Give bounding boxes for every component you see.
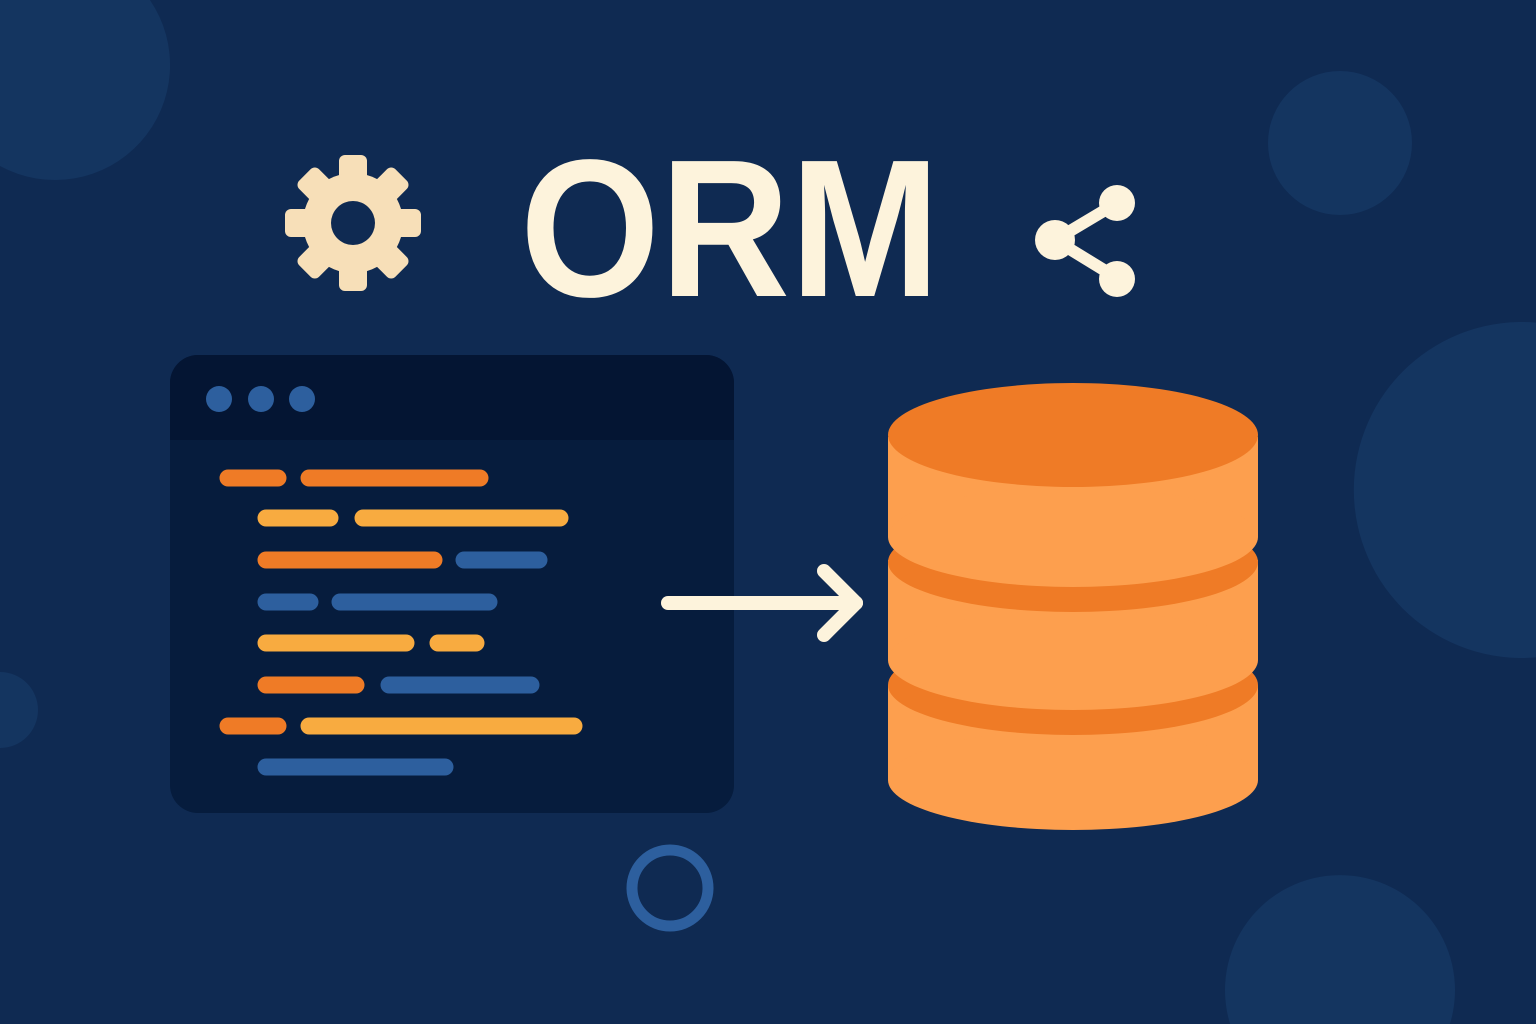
window-dot-icon	[289, 386, 315, 412]
bg-circle	[1225, 875, 1455, 1024]
bg-circle	[0, 0, 171, 181]
page-title: ORM	[520, 119, 940, 338]
code-editor-window	[170, 355, 734, 813]
code-lines	[219, 469, 583, 776]
bg-circle	[1353, 322, 1536, 658]
share-icon	[1035, 185, 1135, 297]
arrow-right-icon	[661, 564, 863, 642]
database-icon	[888, 383, 1258, 830]
window-dot-icon	[206, 386, 232, 412]
bg-circle	[0, 672, 38, 748]
bg-circle	[1268, 71, 1412, 215]
window-titlebar	[170, 355, 734, 440]
window-dot-icon	[248, 386, 274, 412]
ring-icon	[626, 844, 714, 932]
gear-icon	[285, 155, 421, 291]
